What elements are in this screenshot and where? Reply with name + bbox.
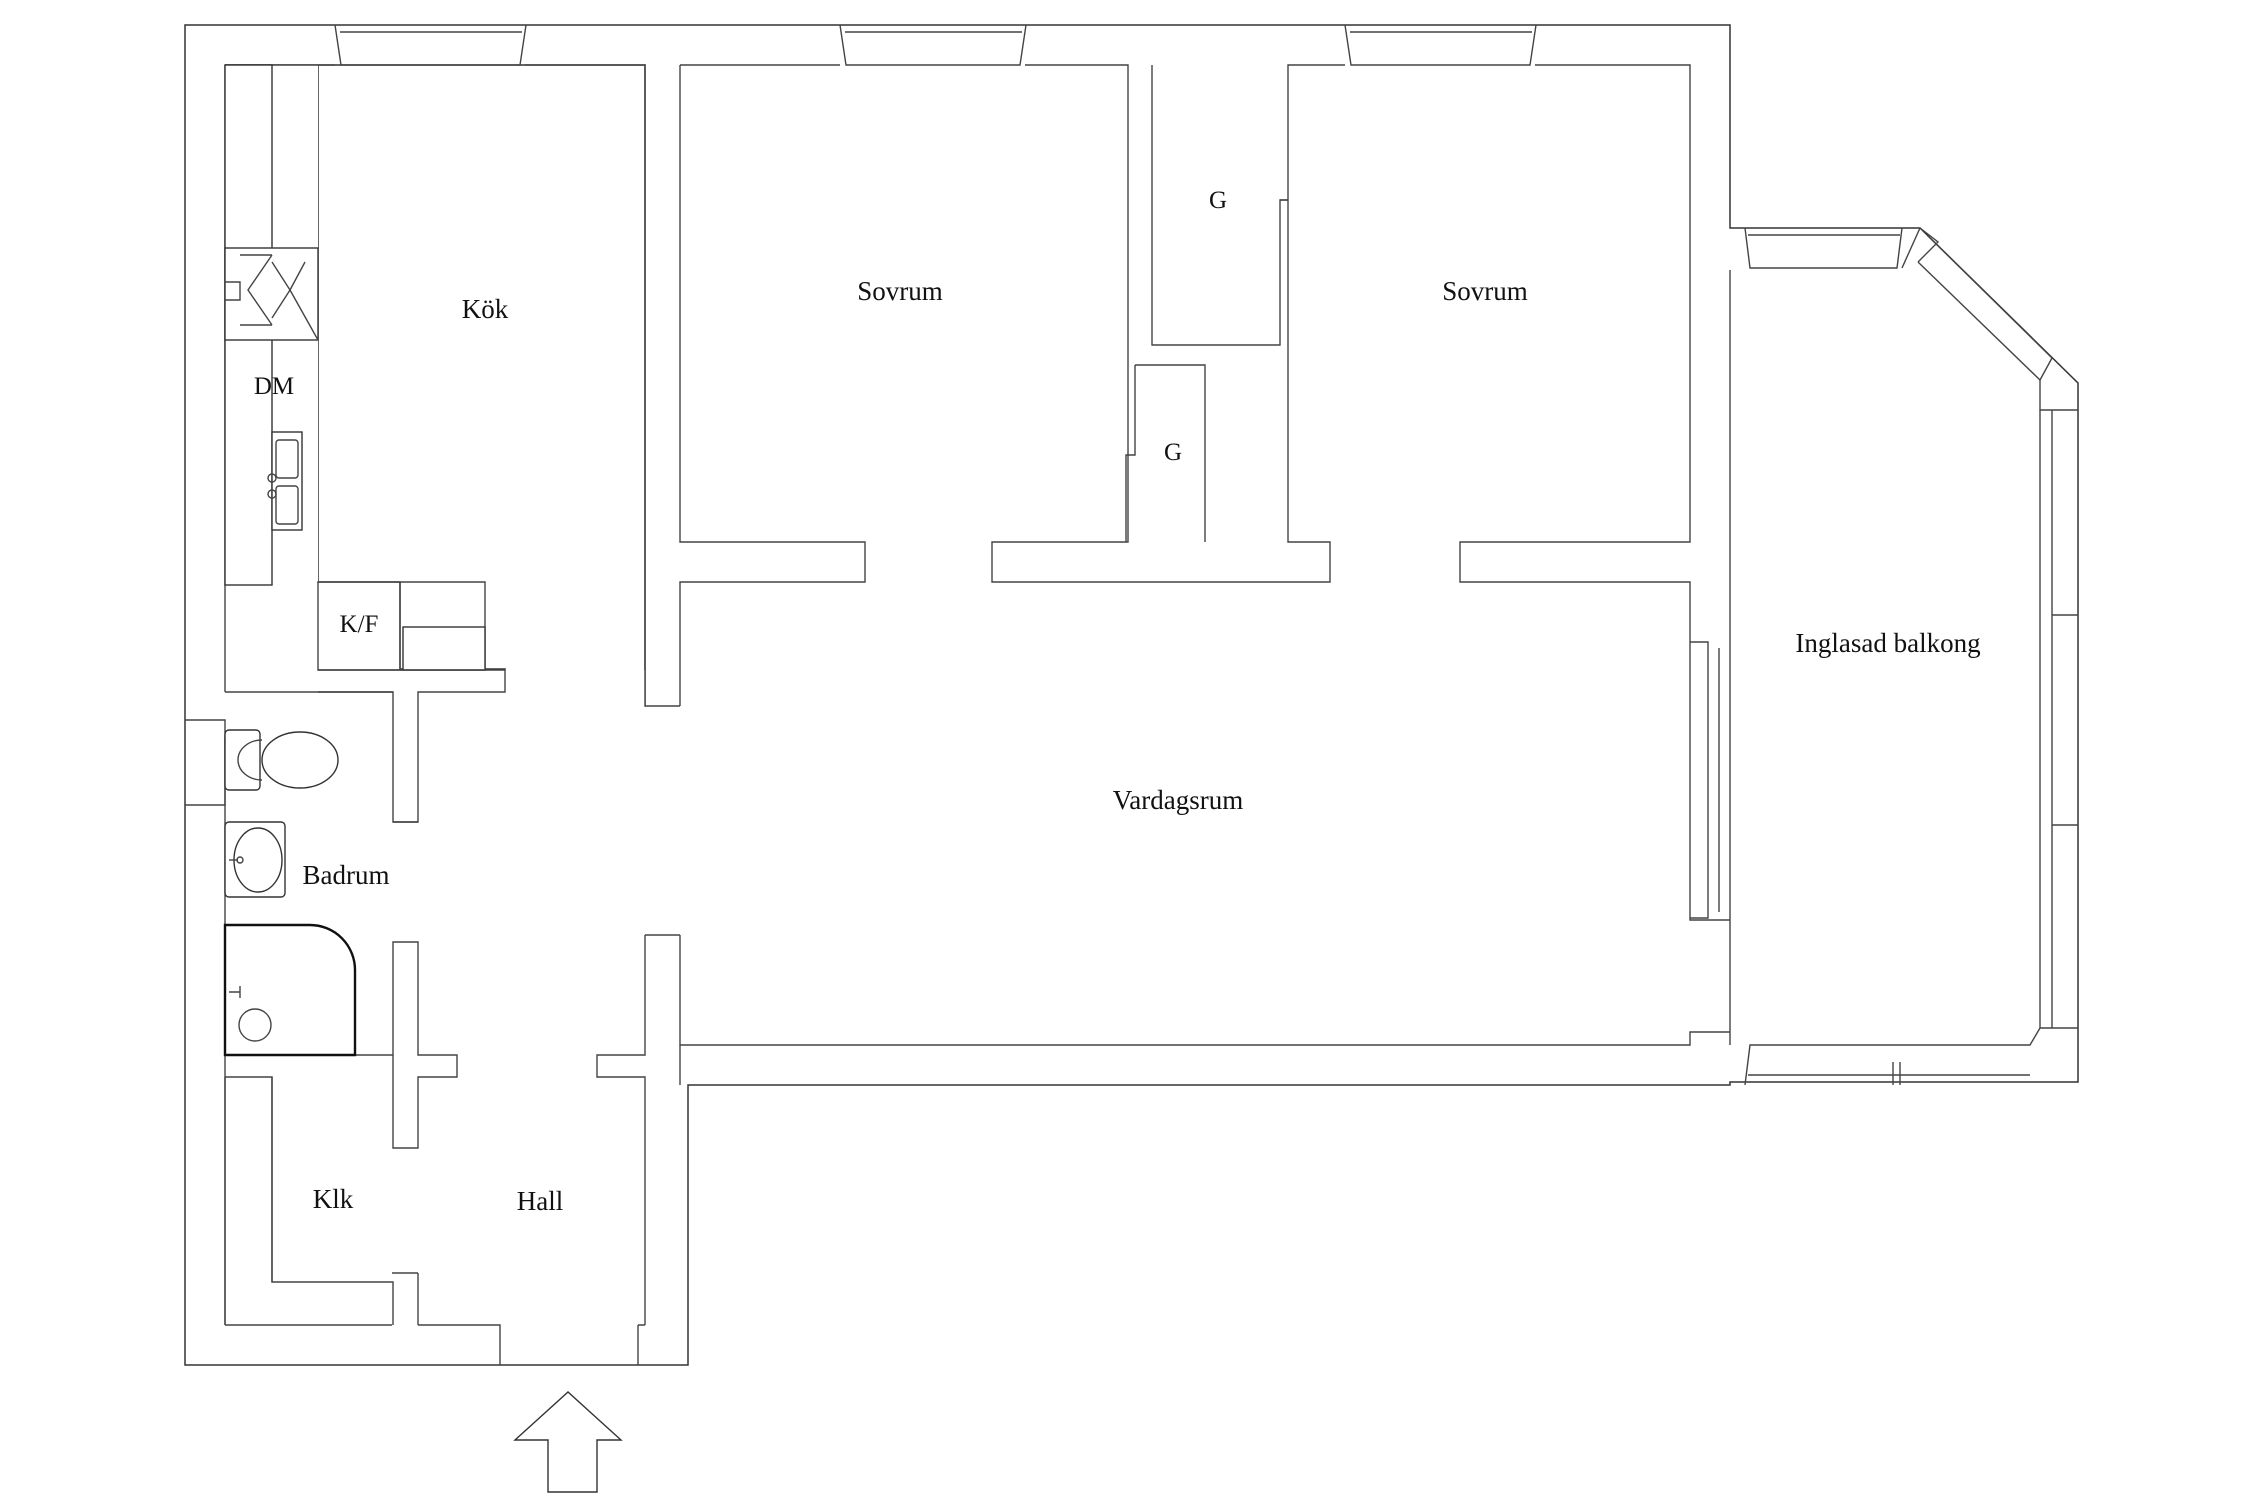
label-wardrobe: Klk <box>313 1184 354 1214</box>
label-living-room: Vardagsrum <box>1113 785 1243 815</box>
interior-floor <box>225 64 2040 1325</box>
label-closet-upper: G <box>1209 187 1227 214</box>
top-windows <box>334 24 1537 66</box>
balcony-floor <box>1730 270 2040 1045</box>
toilet-icon <box>224 729 339 791</box>
entrance-arrow-icon <box>513 1391 623 1493</box>
bedroom-right-floor <box>1288 65 1690 582</box>
label-balcony: Inglasad balkong <box>1795 628 1980 658</box>
label-fridge-freezer: K/F <box>340 611 379 638</box>
label-dishwasher: DM <box>254 373 294 400</box>
label-closet-lower: G <box>1164 439 1182 466</box>
bedroom-left-floor <box>680 65 1128 582</box>
label-bathroom: Badrum <box>303 860 390 890</box>
label-hall: Hall <box>517 1186 564 1216</box>
label-bedroom-right: Sovrum <box>1442 276 1528 306</box>
shower-icon <box>223 923 357 1057</box>
balcony-windows <box>1729 227 2078 1086</box>
washbasin-icon <box>224 821 286 898</box>
label-bedroom-left: Sovrum <box>857 276 943 306</box>
sink-icon <box>271 431 303 531</box>
hall-floor <box>225 670 645 1325</box>
living-floor <box>680 582 1690 1045</box>
label-kitchen: Kök <box>462 294 509 324</box>
wardrobe <box>224 1076 394 1325</box>
room-labels: Kök Sovrum Sovrum G G DM K/F Badrum Vard… <box>254 187 1981 1216</box>
bathroom-fixtures <box>223 691 458 1149</box>
kitchen-counter <box>224 64 506 823</box>
